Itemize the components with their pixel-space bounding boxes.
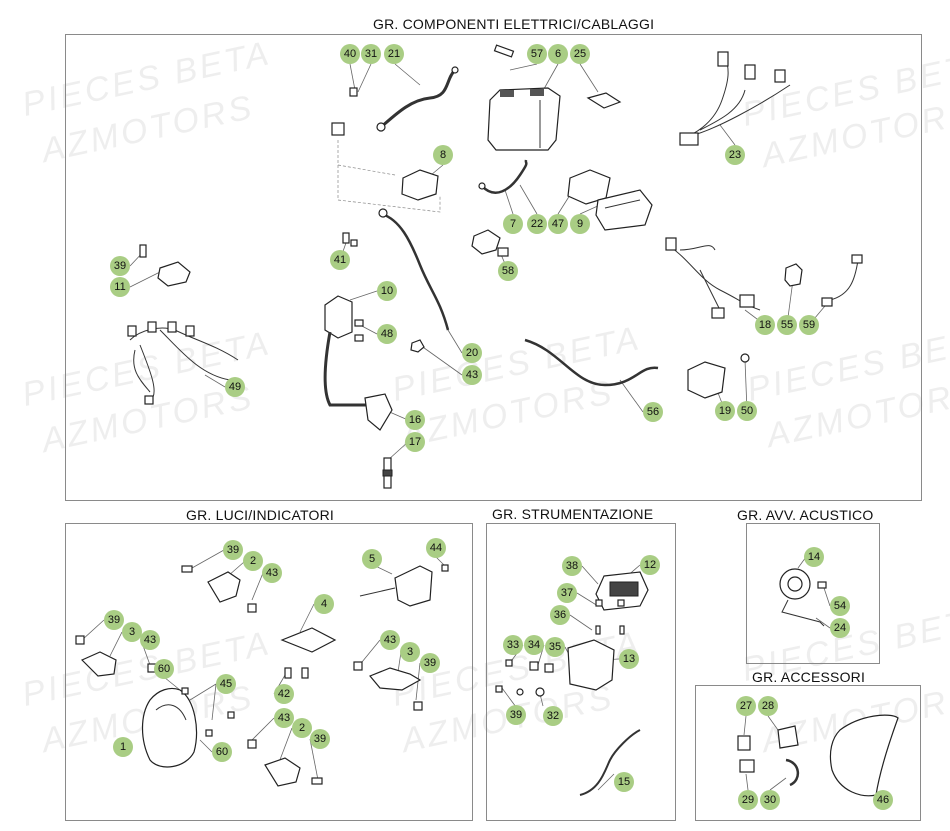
callout-20[interactable]: 20 xyxy=(462,343,482,363)
callout-1[interactable]: 1 xyxy=(113,737,133,757)
callout-16[interactable]: 16 xyxy=(405,410,425,430)
callout-39[interactable]: 39 xyxy=(506,705,526,725)
callout-30[interactable]: 30 xyxy=(760,790,780,810)
callout-28[interactable]: 28 xyxy=(758,696,778,716)
callout-4[interactable]: 4 xyxy=(314,594,334,614)
callout-3[interactable]: 3 xyxy=(400,642,420,662)
callout-46[interactable]: 46 xyxy=(873,790,893,810)
callout-41[interactable]: 41 xyxy=(330,250,350,270)
callout-42[interactable]: 42 xyxy=(274,684,294,704)
callout-13[interactable]: 13 xyxy=(619,649,639,669)
callout-31[interactable]: 31 xyxy=(361,44,381,64)
callout-32[interactable]: 32 xyxy=(543,706,563,726)
callout-44[interactable]: 44 xyxy=(426,538,446,558)
callout-12[interactable]: 12 xyxy=(640,555,660,575)
callout-49[interactable]: 49 xyxy=(225,377,245,397)
callout-39[interactable]: 39 xyxy=(310,729,330,749)
callout-60[interactable]: 60 xyxy=(212,742,232,762)
callout-43[interactable]: 43 xyxy=(462,365,482,385)
callout-6[interactable]: 6 xyxy=(548,44,568,64)
callout-47[interactable]: 47 xyxy=(548,214,568,234)
callout-7[interactable]: 7 xyxy=(503,214,523,234)
callout-43[interactable]: 43 xyxy=(274,708,294,728)
callout-5[interactable]: 5 xyxy=(362,549,382,569)
callout-43[interactable]: 43 xyxy=(140,630,160,650)
callout-8[interactable]: 8 xyxy=(433,145,453,165)
section-title-luci: GR. LUCI/INDICATORI xyxy=(186,507,334,523)
callout-50[interactable]: 50 xyxy=(737,401,757,421)
callout-43[interactable]: 43 xyxy=(380,630,400,650)
section-title-elettrici: GR. COMPONENTI ELETTRICI/CABLAGGI xyxy=(373,16,655,32)
callout-24[interactable]: 24 xyxy=(830,618,850,638)
callout-39[interactable]: 39 xyxy=(223,540,243,560)
callout-35[interactable]: 35 xyxy=(545,637,565,657)
callout-48[interactable]: 48 xyxy=(377,324,397,344)
callout-19[interactable]: 19 xyxy=(715,401,735,421)
section-title-accessori: GR. ACCESSORI xyxy=(752,669,866,685)
callout-40[interactable]: 40 xyxy=(340,44,360,64)
callout-39[interactable]: 39 xyxy=(110,256,130,276)
callout-56[interactable]: 56 xyxy=(643,402,663,422)
callout-10[interactable]: 10 xyxy=(377,281,397,301)
callout-29[interactable]: 29 xyxy=(738,790,758,810)
callout-57[interactable]: 57 xyxy=(527,44,547,64)
callout-18[interactable]: 18 xyxy=(755,315,775,335)
callout-33[interactable]: 33 xyxy=(503,635,523,655)
callout-39[interactable]: 39 xyxy=(104,610,124,630)
callout-45[interactable]: 45 xyxy=(216,674,236,694)
callout-22[interactable]: 22 xyxy=(527,214,547,234)
callout-17[interactable]: 17 xyxy=(405,432,425,452)
callout-23[interactable]: 23 xyxy=(725,145,745,165)
callout-3[interactable]: 3 xyxy=(122,622,142,642)
callout-25[interactable]: 25 xyxy=(570,44,590,64)
callout-58[interactable]: 58 xyxy=(498,261,518,281)
callout-60[interactable]: 60 xyxy=(154,659,174,679)
panel-acustico xyxy=(746,523,880,664)
callout-34[interactable]: 34 xyxy=(524,635,544,655)
callout-59[interactable]: 59 xyxy=(799,315,819,335)
panel-elettrici xyxy=(65,34,922,501)
panel-strumentazione xyxy=(486,523,676,821)
callout-2[interactable]: 2 xyxy=(292,718,312,738)
callout-37[interactable]: 37 xyxy=(557,583,577,603)
callout-54[interactable]: 54 xyxy=(830,596,850,616)
panel-accessori xyxy=(695,685,921,821)
section-title-strumentazione: GR. STRUMENTAZIONE xyxy=(492,506,654,522)
leader-lines-luci xyxy=(81,547,446,781)
callout-55[interactable]: 55 xyxy=(777,315,797,335)
callout-15[interactable]: 15 xyxy=(614,772,634,792)
callout-39[interactable]: 39 xyxy=(420,653,440,673)
callout-21[interactable]: 21 xyxy=(384,44,404,64)
panel-luci xyxy=(65,523,473,821)
callout-36[interactable]: 36 xyxy=(550,605,570,625)
callout-43[interactable]: 43 xyxy=(262,563,282,583)
callout-14[interactable]: 14 xyxy=(804,547,824,567)
callout-2[interactable]: 2 xyxy=(243,551,263,571)
callout-38[interactable]: 38 xyxy=(562,556,582,576)
callout-27[interactable]: 27 xyxy=(736,696,756,716)
callout-9[interactable]: 9 xyxy=(570,214,590,234)
callout-11[interactable]: 11 xyxy=(110,277,130,297)
section-title-acustico: GR. AVV. ACUSTICO xyxy=(737,507,874,523)
